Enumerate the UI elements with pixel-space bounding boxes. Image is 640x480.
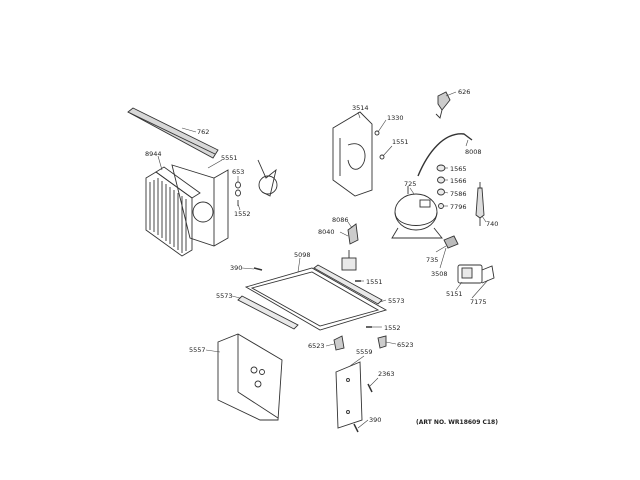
label-762: 762 — [197, 128, 209, 136]
label-2363: 2363 — [378, 370, 395, 378]
label-1330: 1330 — [387, 114, 404, 122]
label-8040: 8040 — [318, 228, 335, 236]
clip-6523-right[interactable] — [377, 335, 387, 349]
side-rail-5573-left[interactable] — [237, 295, 299, 330]
label-1565: 1565 — [450, 165, 467, 173]
label-8008: 8008 — [465, 148, 482, 156]
label-1552-mid: 1552 — [384, 324, 401, 332]
evaporator-cover-3514[interactable] — [332, 111, 385, 197]
label-1551-mid: 1551 — [366, 278, 383, 286]
relay-735[interactable] — [443, 235, 459, 249]
leader-lines — [157, 91, 489, 429]
tube-8008[interactable] — [417, 133, 473, 177]
label-3508: 3508 — [431, 270, 448, 278]
compressor-725[interactable] — [391, 186, 443, 239]
clip-6523-left[interactable] — [333, 335, 345, 351]
electrical-box-5151[interactable] — [457, 264, 495, 284]
mounting-hardware-set[interactable] — [436, 164, 446, 209]
label-7796: 7796 — [450, 203, 467, 211]
label-626: 626 — [458, 88, 470, 96]
label-8944: 8944 — [145, 150, 162, 158]
label-1566: 1566 — [450, 177, 467, 185]
label-3514: 3514 — [352, 104, 369, 112]
label-6523-left: 6523 — [308, 342, 325, 350]
label-5551: 5551 — [221, 154, 238, 162]
label-5559: 5559 — [356, 348, 373, 356]
label-7586: 7586 — [450, 190, 467, 198]
label-5573-left: 5573 — [216, 292, 233, 300]
screw-390-top[interactable] — [253, 267, 263, 271]
fan-shroud-5551[interactable] — [171, 164, 229, 247]
gasket-strip-762[interactable] — [127, 107, 219, 159]
label-7175: 7175 — [470, 298, 487, 306]
label-740: 740 — [486, 220, 498, 228]
label-5098: 5098 — [294, 251, 311, 259]
label-725: 725 — [404, 180, 416, 188]
capacitor-8040[interactable] — [341, 223, 359, 271]
screw-2363[interactable] — [367, 383, 373, 393]
label-390-bottom: 390 — [369, 416, 381, 424]
art-number: (ART NO. WR18609 C18) — [416, 419, 498, 426]
fan-motor-653[interactable] — [235, 159, 278, 206]
label-5151: 5151 — [446, 290, 463, 298]
label-1552-top: 1552 — [234, 210, 251, 218]
label-8086: 8086 — [332, 216, 349, 224]
thermostat-626[interactable] — [435, 91, 451, 119]
label-5573-right: 5573 — [388, 297, 405, 305]
panel-5559[interactable] — [335, 361, 363, 429]
label-5557: 5557 — [189, 346, 206, 354]
label-6523-right: 6523 — [397, 341, 414, 349]
base-pan-5098[interactable] — [244, 267, 388, 331]
access-cover-5557[interactable] — [217, 333, 283, 421]
label-653: 653 — [232, 168, 244, 176]
screw-390-bottom[interactable] — [353, 423, 359, 433]
side-rail-5573-right[interactable] — [313, 264, 383, 305]
drier-740[interactable] — [475, 182, 485, 226]
label-390-top: 390 — [230, 264, 242, 272]
callout-labels: 626 3514 1330 1551 762 8944 5551 653 155… — [145, 88, 498, 426]
condenser-coil-8944[interactable] — [145, 166, 201, 257]
label-735: 735 — [426, 256, 438, 264]
label-1551-top: 1551 — [392, 138, 409, 146]
